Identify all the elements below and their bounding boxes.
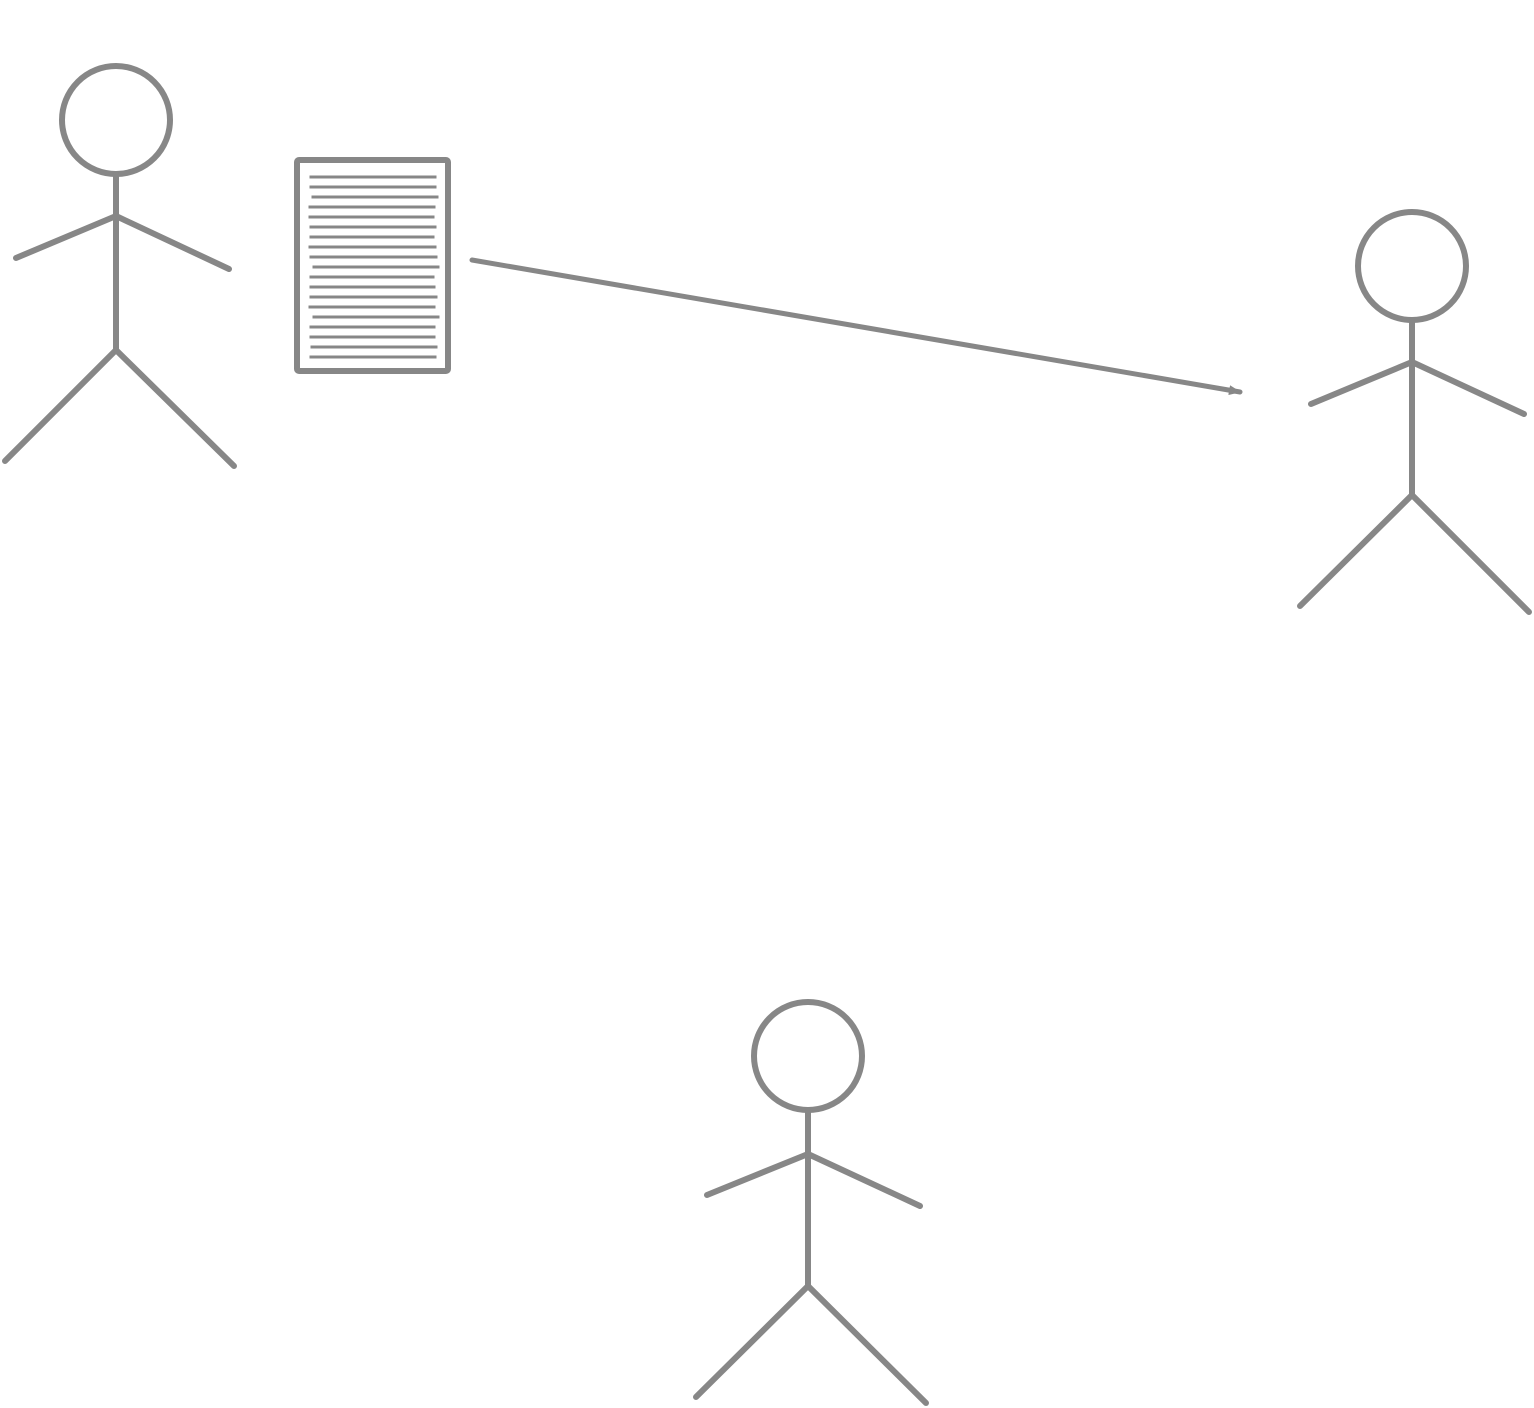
person-left-head (59, 63, 173, 177)
person-bottom-head (751, 999, 865, 1113)
person-bottom-left-arm (704, 1151, 811, 1198)
person-left-right-arm (113, 213, 232, 272)
person-bottom-right-leg (805, 1283, 929, 1406)
document-text-lines (308, 175, 440, 359)
document-icon (294, 157, 451, 374)
person-left-left-leg (2, 347, 119, 464)
person-bottom-left-leg (693, 1283, 811, 1400)
connector-arrow (469, 257, 1243, 396)
person-right-left-arm (1308, 359, 1415, 407)
person-bottom-figure-icon (693, 999, 929, 1406)
person-right-right-arm (1409, 359, 1527, 417)
person-right-figure-icon (1297, 209, 1532, 615)
person-left-right-leg (113, 347, 237, 469)
person-right-head (1355, 209, 1469, 323)
person-left-figure-icon (2, 63, 237, 469)
person-right-right-leg (1409, 492, 1532, 615)
person-right-left-leg (1297, 492, 1415, 609)
person-left-left-arm (13, 213, 119, 261)
person-bottom-right-arm (805, 1151, 923, 1209)
